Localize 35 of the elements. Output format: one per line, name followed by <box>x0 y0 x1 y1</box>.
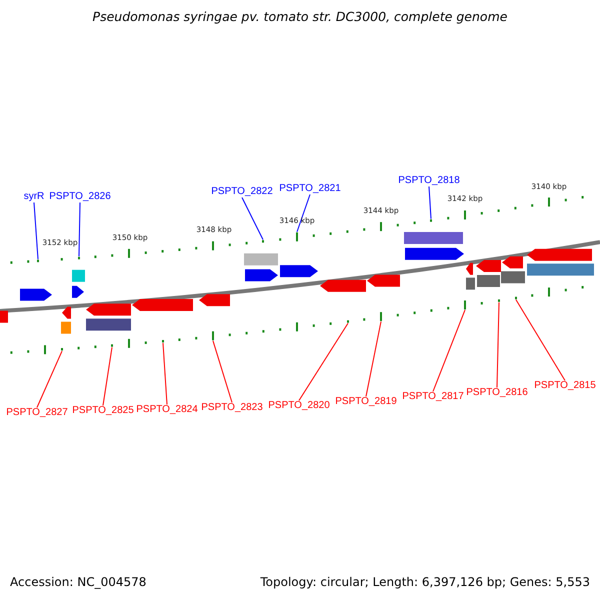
tick-mark <box>212 331 214 340</box>
leader-line <box>296 194 310 232</box>
gene-label: syrR <box>24 192 44 202</box>
gene-label: PSPTO_2817 <box>402 392 464 402</box>
leader-line <box>162 342 168 405</box>
leader-line <box>212 340 232 403</box>
leader-line <box>432 309 466 392</box>
gene-label: PSPTO_2819 <box>335 397 397 407</box>
gene-label: PSPTO_2816 <box>466 388 528 398</box>
gene-label: PSPTO_2821 <box>279 184 341 194</box>
tick-mark <box>464 300 466 310</box>
gene-label: PSPTO_2824 <box>136 405 198 415</box>
leader-line <box>496 302 500 388</box>
leader-line <box>36 350 62 408</box>
gene-label: PSPTO_2818 <box>398 176 460 186</box>
accession-text: Accession: NC_004578 <box>10 576 146 588</box>
gene-label: PSPTO_2827 <box>6 408 68 418</box>
gene-label: PSPTO_2815 <box>534 381 596 391</box>
genome-info-text: Topology: circular; Length: 6,397,126 bp; Genes: 5,553 <box>260 576 590 588</box>
leader-line <box>242 197 264 240</box>
leader-line <box>102 346 112 406</box>
leader-line <box>428 186 432 220</box>
leader-line <box>516 299 566 381</box>
tick-mark <box>296 232 298 242</box>
gene-label: PSPTO_2825 <box>72 406 134 416</box>
leader-line <box>34 202 38 260</box>
gene-label: PSPTO_2822 <box>211 187 273 197</box>
gene-label: PSPTO_2826 <box>49 192 111 202</box>
gene-label: PSPTO_2823 <box>201 403 263 413</box>
tick-mark <box>380 312 382 322</box>
gene-label: PSPTO_2820 <box>268 401 330 411</box>
leader-line <box>78 202 80 257</box>
leader-line <box>366 321 382 397</box>
leader-line <box>298 322 348 401</box>
title: Pseudomonas syringae pv. tomato str. DC3000, complete genome <box>92 11 508 24</box>
